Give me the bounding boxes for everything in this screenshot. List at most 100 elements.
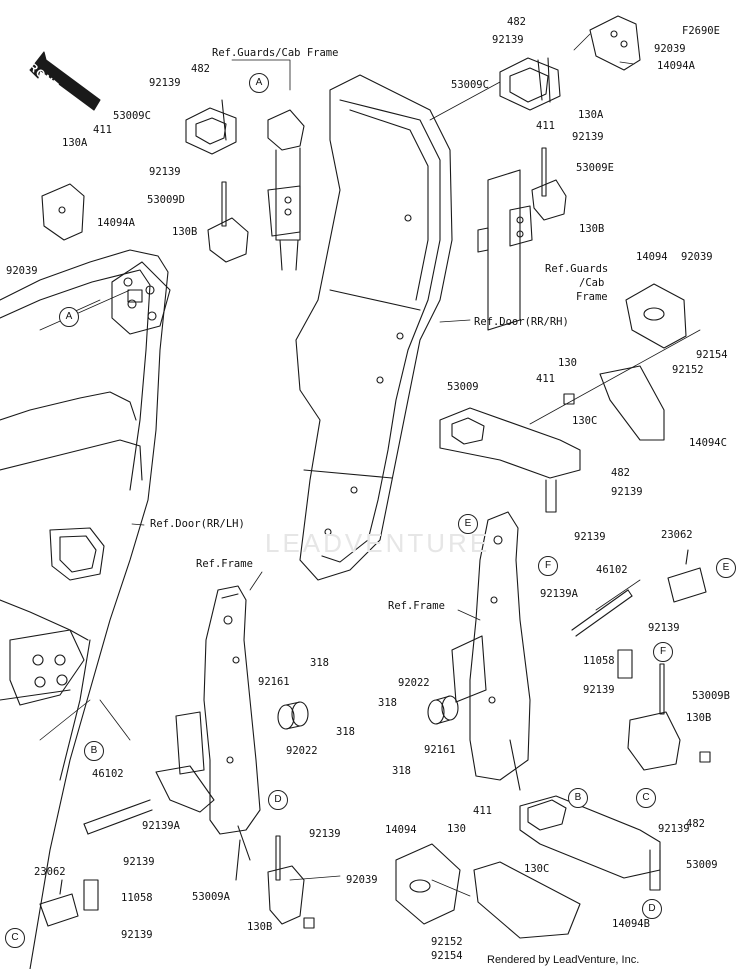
part-label: 92039 (654, 43, 686, 55)
part-label: 92139 (149, 77, 181, 89)
left-door-outline (0, 249, 169, 969)
callout-f: F (653, 642, 673, 662)
part-label: 53009C (113, 110, 151, 122)
part-label: 53009 (686, 859, 718, 871)
hinge-53009b (627, 663, 711, 771)
part-label: 92139 (149, 166, 181, 178)
part-label: 318 (336, 726, 355, 738)
bolt-130-right (563, 393, 575, 405)
part-label: 53009B (692, 690, 730, 702)
bushing-92161-left (277, 701, 309, 730)
part-label: 53009E (576, 162, 614, 174)
part-label: 92039 (681, 251, 713, 263)
bushing-92161-right (427, 695, 459, 725)
part-label: 92139 (572, 131, 604, 143)
part-label: 411 (473, 805, 492, 817)
part-label: Ref.Door(RR/LH) (150, 518, 245, 530)
bracket-23062-right (667, 549, 707, 603)
part-label: 92152 (431, 936, 463, 948)
part-label: 92139 (492, 34, 524, 46)
callout-d: D (268, 790, 288, 810)
part-label: Ref.Guards/Cab Frame (212, 47, 339, 59)
part-label: 318 (392, 765, 411, 777)
cover-14094-right (625, 283, 687, 349)
part-label: 53009C (451, 79, 489, 91)
part-label: 23062 (34, 866, 66, 878)
part-label: 92154 (696, 349, 728, 361)
part-label: 92139 (121, 929, 153, 941)
callout-c: C (5, 928, 25, 948)
figure-id: F2690E (682, 25, 720, 37)
part-label: 92139A (540, 588, 578, 600)
part-label: 411 (93, 124, 112, 136)
part-label: 318 (378, 697, 397, 709)
callout-a: A (249, 73, 269, 93)
callout-e: E (458, 514, 478, 534)
part-label: 46102 (92, 768, 124, 780)
right-door-outline (295, 74, 453, 581)
part-label: 92139 (123, 856, 155, 868)
cover-14094b (473, 861, 581, 939)
cab-frame-post-left (267, 109, 305, 271)
part-label: 53009D (147, 194, 185, 206)
part-label: 130 (558, 357, 577, 369)
callout-a: A (59, 307, 79, 327)
part-label: 482 (191, 63, 210, 75)
part-label: 46102 (596, 564, 628, 576)
part-label: 92139 (611, 486, 643, 498)
hinge-53009-lower (519, 795, 661, 891)
callout-d: D (642, 899, 662, 919)
part-label: 411 (536, 120, 555, 132)
part-label: 482 (611, 467, 630, 479)
part-label: 130B (172, 226, 198, 238)
rod-46102-left (83, 799, 153, 835)
part-label: 92139A (142, 820, 180, 832)
watermark: LEADVENTURE (265, 528, 491, 558)
part-label: Ref.Frame (196, 558, 253, 570)
cover-14094-lower (395, 843, 461, 925)
cover-14094a-top-right (589, 15, 641, 71)
lower-frame-left (155, 585, 261, 881)
hinge-53009c-top-left (185, 99, 237, 155)
part-label: 92039 (346, 874, 378, 886)
part-label: Frame (576, 291, 608, 303)
cover-14094a-left (41, 183, 85, 241)
part-label: 92161 (424, 744, 456, 756)
part-label: 130 (447, 823, 466, 835)
part-label: 92139 (309, 828, 341, 840)
part-label: 14094B (612, 918, 650, 930)
hinge-53009-right (439, 407, 581, 513)
part-label: 92139 (574, 531, 606, 543)
part-label: 11058 (121, 892, 153, 904)
lower-frame-right (451, 511, 531, 791)
part-label: 92152 (672, 364, 704, 376)
hinge-53009a (267, 835, 315, 929)
footer-credit: Rendered by LeadVenture, Inc. (487, 954, 640, 966)
part-label: Ref.Frame (388, 600, 445, 612)
callout-f: F (538, 556, 558, 576)
left-hinge-plate (111, 261, 171, 335)
part-label: 92039 (6, 265, 38, 277)
part-label: 23062 (661, 529, 693, 541)
part-label: 482 (686, 818, 705, 830)
cab-frame-post-right (477, 169, 533, 331)
part-label: 14094A (97, 217, 135, 229)
part-label: /Cab (579, 277, 605, 289)
callout-b: B (84, 741, 104, 761)
part-label: 14094 (385, 824, 417, 836)
callout-b: B (568, 788, 588, 808)
part-label: Ref.Door(RR/RH) (474, 316, 569, 328)
part-label: 92022 (398, 677, 430, 689)
part-label: 318 (310, 657, 329, 669)
part-label: 11058 (583, 655, 615, 667)
bracket-23062-left (39, 879, 79, 927)
part-label: 92161 (258, 676, 290, 688)
part-label: 411 (536, 373, 555, 385)
part-label: 130B (247, 921, 273, 933)
hinge-53009c-top-right (499, 57, 561, 111)
callout-c: C (636, 788, 656, 808)
part-label: 53009 (447, 381, 479, 393)
part-label: 14094C (689, 437, 727, 449)
callout-e: E (716, 558, 736, 578)
